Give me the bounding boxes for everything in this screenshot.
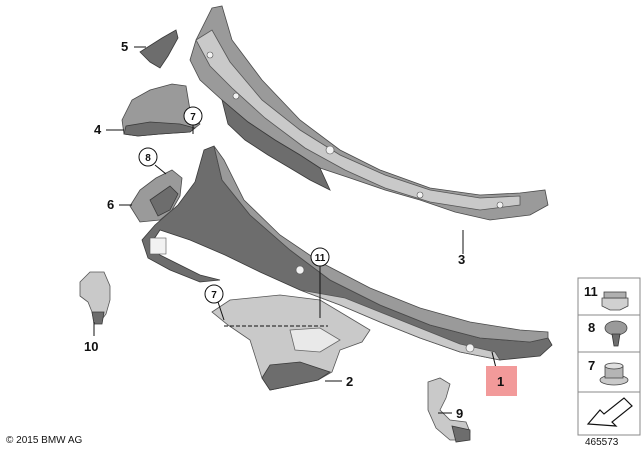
part-label-4: 4 (94, 122, 102, 137)
part-label-1: 1 (497, 374, 504, 389)
callout-7-lower-text: 7 (211, 290, 217, 301)
callout-8-text: 8 (145, 153, 151, 164)
part-1-lower-cowl (141, 145, 553, 361)
part-3-upper-cowl (189, 5, 549, 221)
diagram-reference-number: 465573 (585, 437, 619, 448)
clip-nut-icon (601, 291, 629, 311)
part-2-bracket (211, 294, 371, 391)
callout-7-upper-text: 7 (190, 112, 196, 123)
leader-lines (93, 46, 497, 414)
part-label-2: 2 (346, 374, 353, 389)
copyright-text: © 2015 BMW AG (6, 435, 83, 446)
part-label-3: 3 (458, 252, 465, 267)
direction-arrow-icon (586, 397, 633, 427)
part-4-side-bracket (121, 83, 201, 137)
part-label-9: 9 (456, 406, 463, 421)
part-label-10: 10 (84, 339, 98, 354)
callout-7-upper: 7 (183, 106, 203, 126)
part-5-small-cover (139, 29, 179, 69)
panel-label-11: 11 (584, 284, 598, 299)
part-10-duct (79, 271, 111, 325)
flange-nut-icon (599, 362, 629, 386)
expanding-rivet-icon (604, 320, 628, 347)
callout-7-lower: 7 (204, 284, 224, 304)
callout-8: 8 (138, 147, 158, 167)
part-9-duct (427, 377, 471, 443)
part-6-seal-piece (129, 169, 183, 223)
callout-11: 11 (310, 247, 330, 267)
part-label-5: 5 (121, 39, 128, 54)
part-label-6: 6 (107, 197, 114, 212)
panel-label-8: 8 (588, 320, 595, 335)
part-1-highlight (486, 366, 517, 396)
callout-11-text: 11 (315, 253, 326, 264)
fastener-panel: 11 8 7 (577, 277, 641, 436)
panel-label-7: 7 (588, 358, 595, 373)
